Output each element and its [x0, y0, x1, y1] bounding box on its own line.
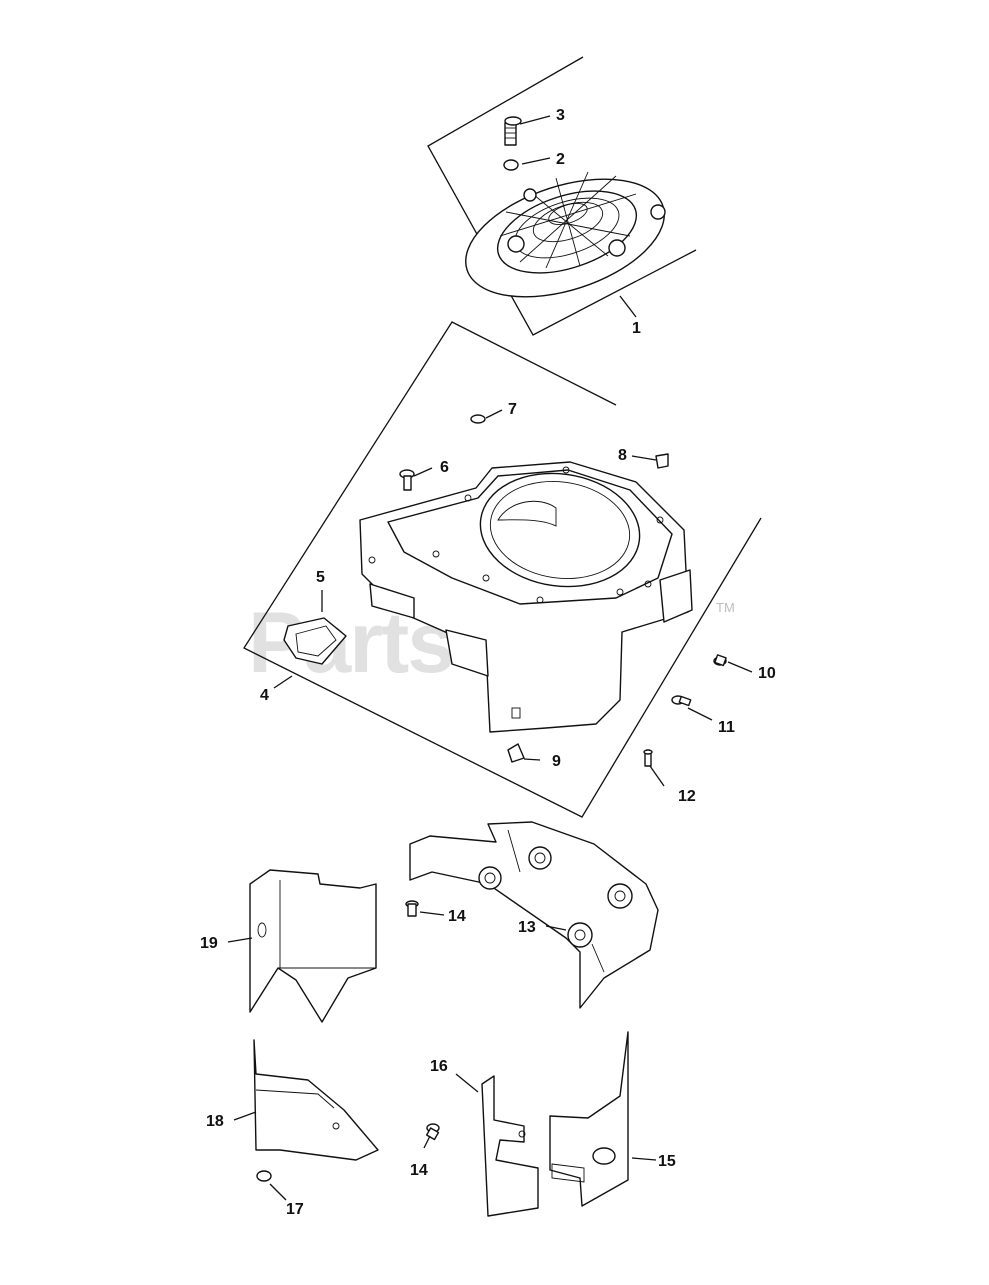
callout-11: 11 — [718, 719, 735, 736]
leader-lines — [227, 115, 753, 1201]
seal-part — [283, 617, 347, 665]
callout-6: 6 — [440, 459, 449, 476]
callout-7: 7 — [508, 401, 517, 418]
callout-16: 16 — [430, 1058, 448, 1075]
callout-3: 3 — [556, 107, 565, 124]
callout-5: 5 — [316, 569, 325, 586]
callout-14-lower: 14 — [410, 1162, 428, 1179]
watermark-trademark: TM — [716, 600, 735, 615]
callout-17: 17 — [286, 1201, 304, 1218]
callout-9: 9 — [552, 753, 561, 770]
washer-screw-parts — [503, 116, 522, 171]
callout-18: 18 — [206, 1113, 224, 1130]
fan-grille-part — [465, 171, 666, 298]
hardware-parts — [399, 414, 727, 767]
callout-4: 4 — [260, 687, 269, 704]
cylinder-baffle-part — [409, 821, 659, 1009]
screws-lower-parts — [256, 1123, 440, 1182]
callout-19: 19 — [200, 935, 218, 952]
callout-1: 1 — [632, 320, 641, 337]
baffle-panel-part — [481, 1075, 539, 1217]
callout-12: 12 — [678, 788, 696, 805]
callout-2: 2 — [556, 151, 565, 168]
callout-8: 8 — [618, 447, 627, 464]
side-shroud-part — [549, 1031, 629, 1207]
callout-labels: 1 2 3 4 5 6 7 8 9 10 11 12 13 14 14 15 1… — [200, 107, 776, 1218]
screw-14-upper-part — [405, 900, 419, 917]
callout-10: 10 — [758, 665, 776, 682]
callout-15: 15 — [658, 1153, 676, 1170]
lower-baffle-part — [253, 1039, 379, 1161]
callout-13: 13 — [518, 919, 536, 936]
cylinder-shield-part — [249, 869, 377, 1023]
callout-14-upper: 14 — [448, 908, 466, 925]
blower-housing-part — [359, 461, 693, 733]
